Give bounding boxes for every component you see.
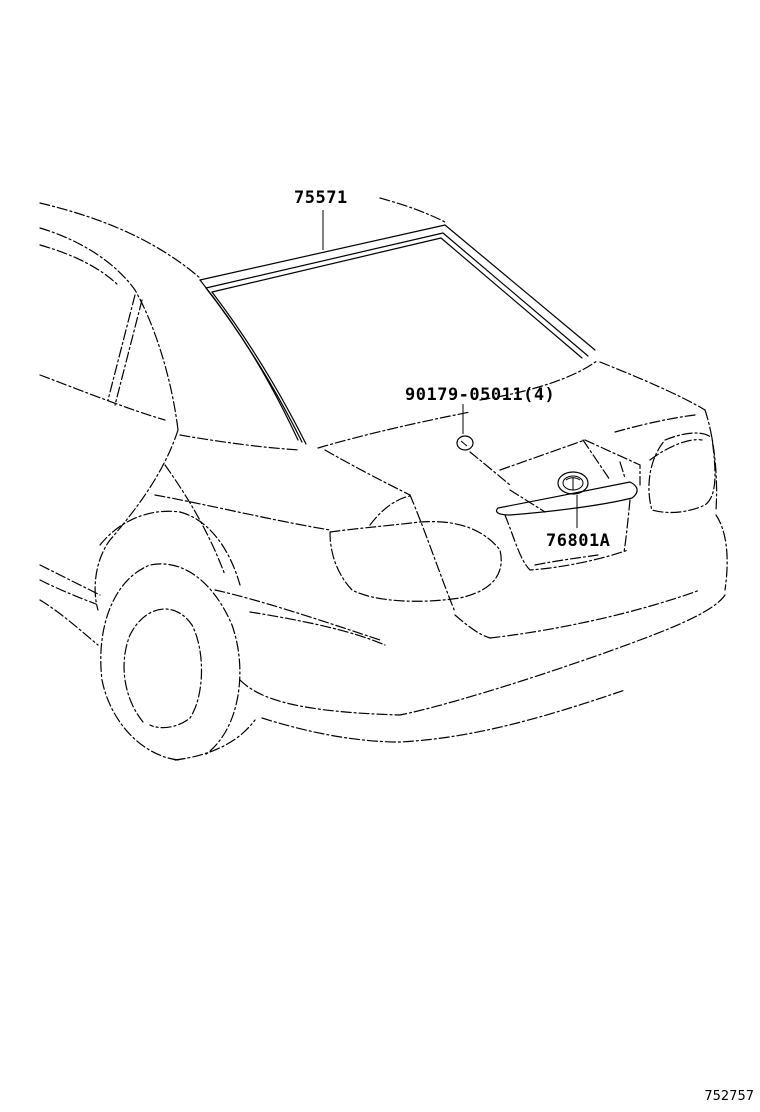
rear-window-weatherstrip [199,224,596,445]
rear-wheel [100,563,241,761]
trunk-garnish [495,439,641,571]
figure-id: 752757 [704,1089,754,1104]
emblem-icon [557,471,589,495]
tail-lamps [329,432,716,602]
callout-emblem: 76801A [546,531,611,551]
leader-lines [322,210,578,528]
car-body-outline [39,197,728,761]
callout-fastener: 90179-05011(4) [405,385,556,405]
callout-weatherstrip: 75571 [294,188,348,208]
fastener [456,435,511,486]
